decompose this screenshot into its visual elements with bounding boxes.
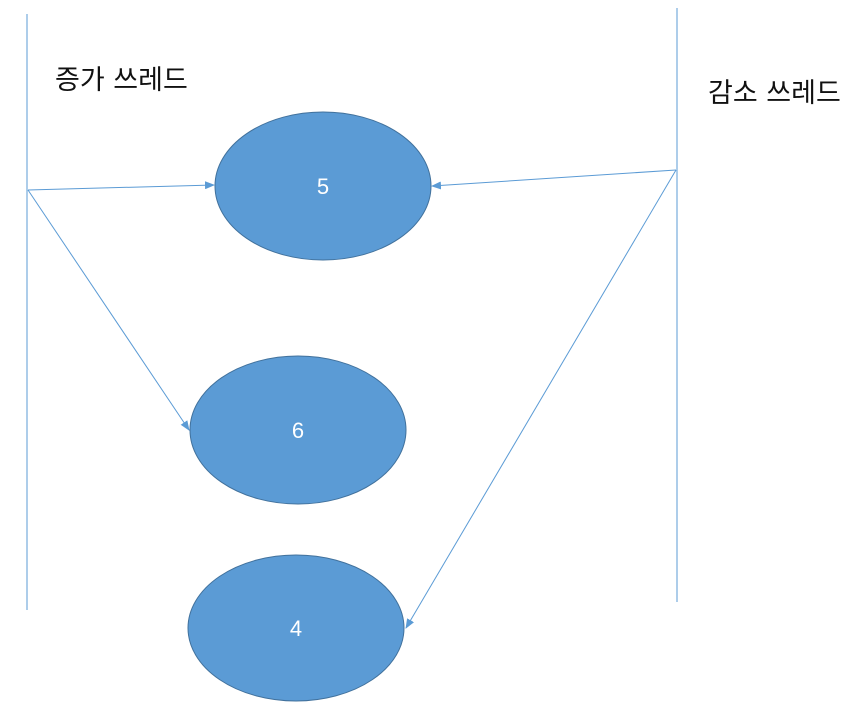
increment-thread-label: 증가 쓰레드: [55, 65, 188, 96]
value-node-bottom: 4: [187, 554, 405, 702]
arrow-increment-to-top: [27, 181, 215, 191]
value-node-middle: 6: [189, 355, 407, 505]
arrow-decrement-to-bottom: [405, 169, 677, 629]
arrow-increment-to-middle: [27, 189, 190, 431]
value-node-bottom-label: 4: [290, 616, 302, 641]
value-node-middle-label: 6: [292, 418, 304, 443]
value-node-top: 5: [214, 111, 432, 261]
value-node-top-label: 5: [317, 174, 329, 199]
arrow-decrement-to-top: [431, 169, 677, 190]
decrement-thread-label: 감소 쓰레드: [708, 78, 841, 109]
